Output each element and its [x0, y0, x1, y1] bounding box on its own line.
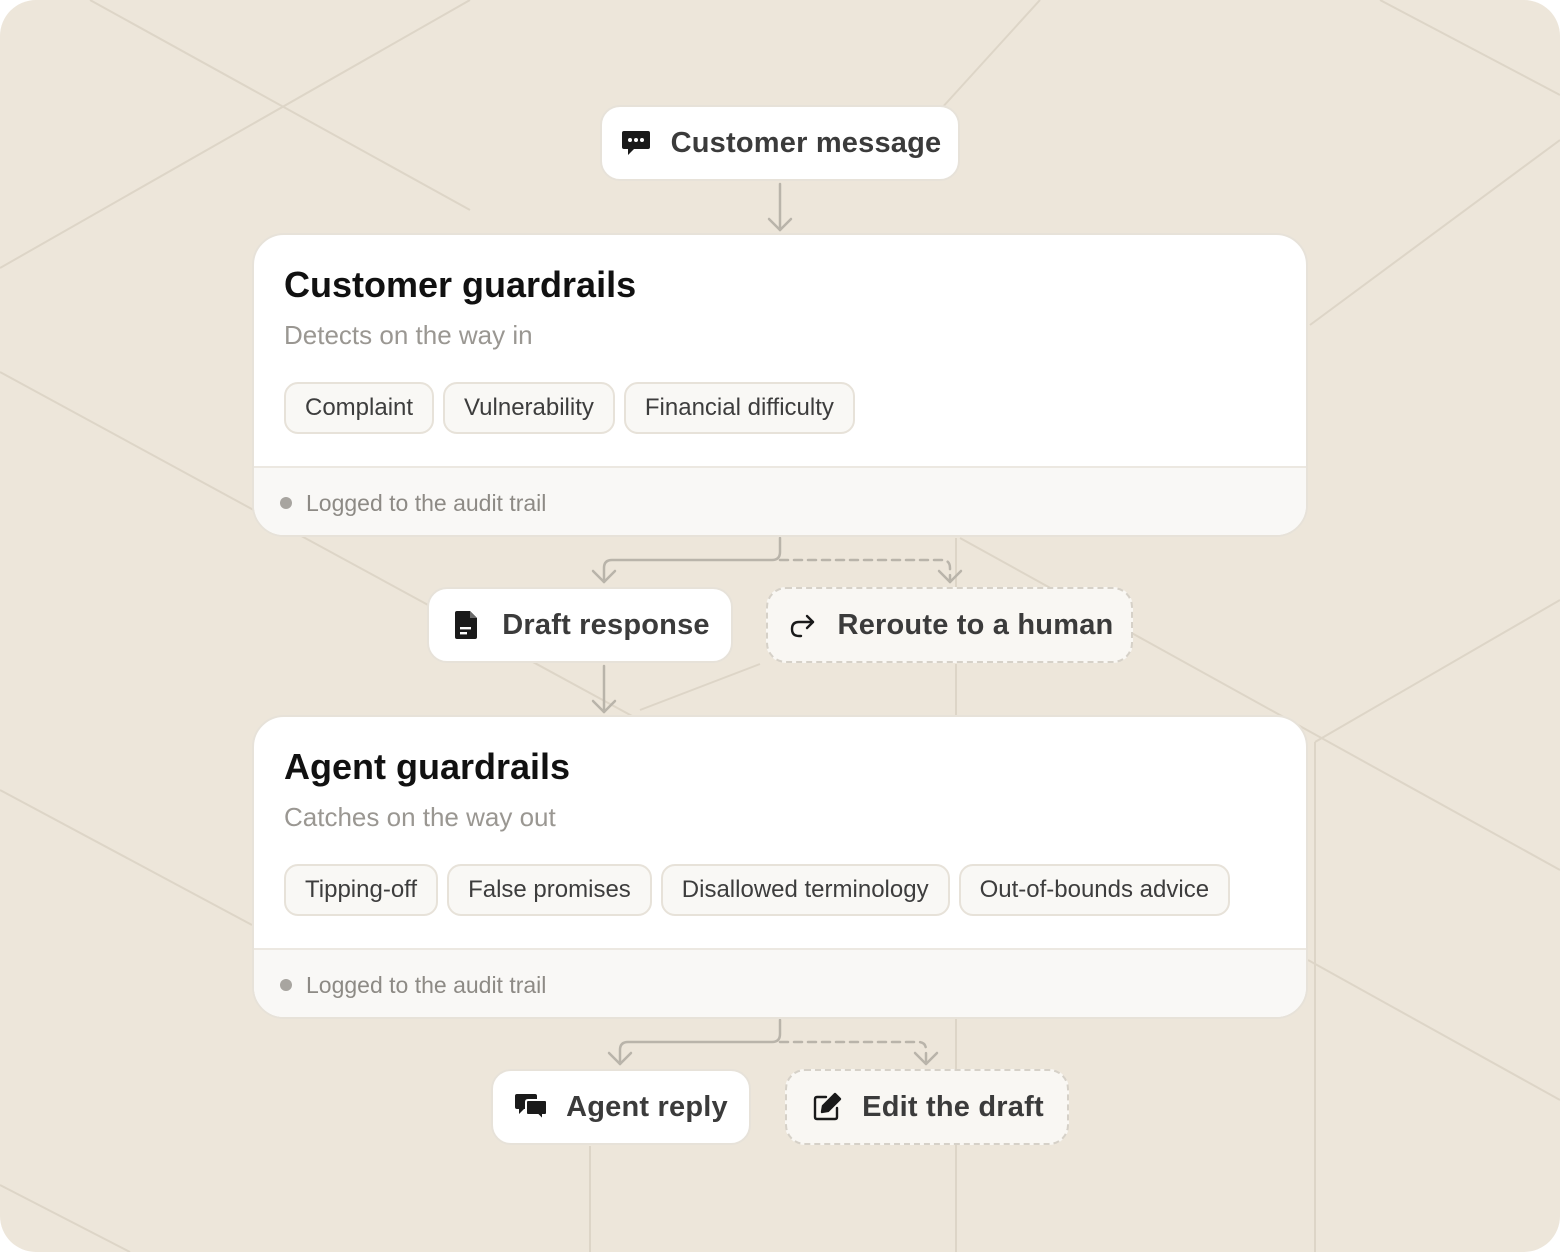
card-subtitle: Detects on the way in: [284, 320, 533, 350]
tag-vulnerability[interactable]: Vulnerability: [443, 382, 615, 434]
tag-false-promises[interactable]: False promises: [447, 864, 652, 916]
audit-footer-text: Logged to the audit trail: [306, 489, 547, 516]
status-dot: [280, 979, 292, 991]
redirect-arrow-icon: [786, 608, 820, 642]
tag-out-of-bounds-advice[interactable]: Out-of-bounds advice: [958, 864, 1231, 916]
chat-bubbles-icon: [514, 1090, 549, 1124]
chat-bubble-icon: [619, 126, 653, 160]
tag-tipping-off[interactable]: Tipping-off: [284, 864, 439, 916]
tag-complaint[interactable]: Complaint: [284, 382, 435, 434]
document-icon: [450, 608, 484, 642]
reroute-human-node[interactable]: Reroute to a human: [766, 587, 1133, 663]
status-dot: [280, 497, 292, 509]
tag-list: Complaint Vulnerability Financial diffic…: [284, 382, 1276, 434]
card-title: Customer guardrails: [284, 264, 637, 305]
audit-footer-text: Logged to the audit trail: [306, 971, 547, 998]
tag-disallowed-terminology[interactable]: Disallowed terminology: [660, 864, 950, 916]
audit-footer: Logged to the audit trail: [254, 466, 1306, 535]
tag-list: Tipping-off False promises Disallowed te…: [284, 864, 1276, 916]
draft-response-label: Draft response: [502, 608, 710, 641]
reroute-human-label: Reroute to a human: [837, 608, 1114, 641]
edit-draft-label: Edit the draft: [862, 1090, 1044, 1123]
edit-draft-node[interactable]: Edit the draft: [785, 1069, 1069, 1145]
customer-message-node[interactable]: Customer message: [600, 105, 960, 181]
card-title: Agent guardrails: [284, 746, 571, 787]
agent-reply-node[interactable]: Agent reply: [491, 1069, 751, 1145]
edit-pencil-icon: [810, 1090, 844, 1124]
card-subtitle: Catches on the way out: [284, 802, 556, 832]
agent-guardrails-card: Agent guardrails Catches on the way out …: [252, 715, 1308, 1019]
audit-footer: Logged to the audit trail: [254, 948, 1306, 1017]
draft-response-node[interactable]: Draft response: [427, 587, 733, 663]
tag-financial-difficulty[interactable]: Financial difficulty: [623, 382, 855, 434]
agent-reply-label: Agent reply: [566, 1090, 728, 1123]
customer-message-label: Customer message: [670, 126, 942, 159]
customer-guardrails-card: Customer guardrails Detects on the way i…: [252, 233, 1308, 537]
